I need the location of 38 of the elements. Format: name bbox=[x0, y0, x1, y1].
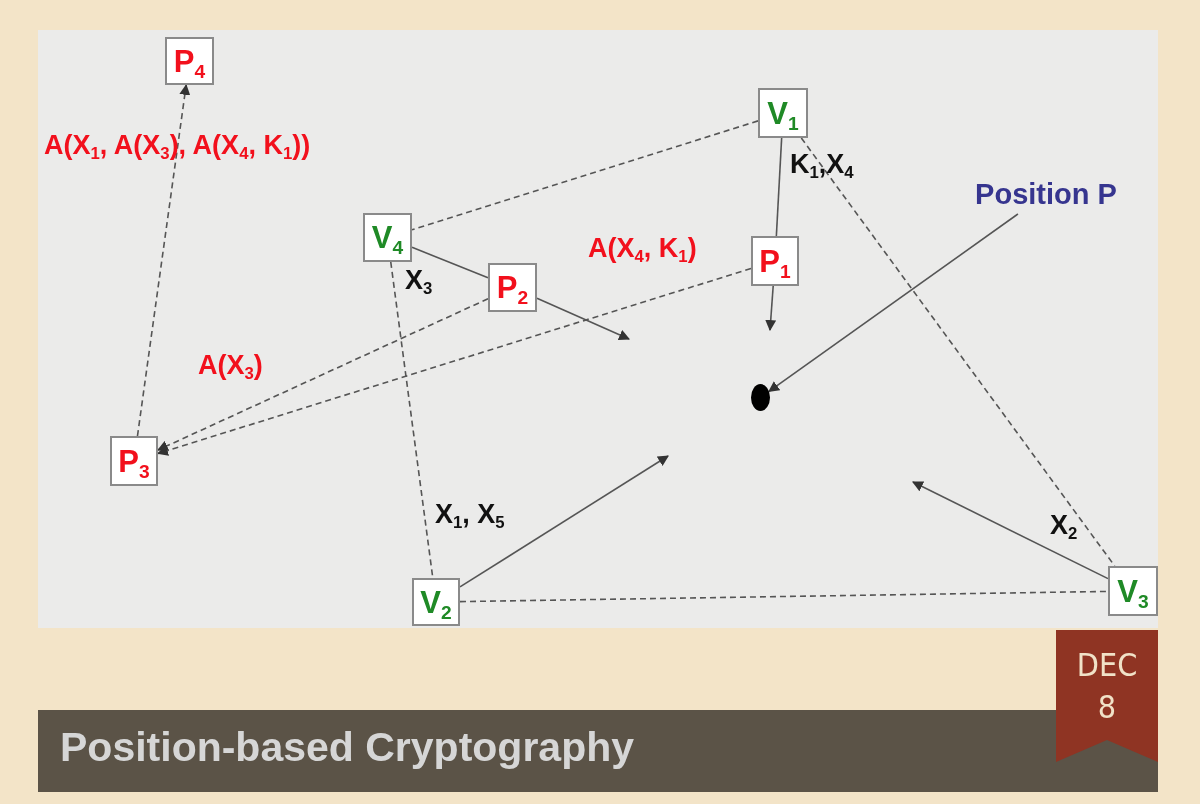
node-label: P$_{1}$ bbox=[759, 245, 791, 277]
node-box bbox=[412, 578, 460, 626]
arrow bbox=[157, 297, 489, 451]
node-label: P$_{2}$ bbox=[496, 272, 529, 303]
title: Position-based Cryptography bbox=[60, 724, 635, 771]
arrow bbox=[136, 83, 191, 437]
key-label: X$_{3}$ bbox=[405, 266, 433, 296]
node-box bbox=[751, 236, 799, 286]
position-label: Position P bbox=[952, 174, 1140, 214]
key-label: X$_{1}$, X$_{5}$ bbox=[435, 500, 505, 530]
connector-line bbox=[459, 590, 1109, 603]
key-label: X$_{2}$ bbox=[1050, 511, 1078, 541]
date-day: 8 bbox=[1056, 688, 1158, 726]
node-label: P$_{4}$ bbox=[173, 45, 206, 77]
formula-label: A(X$_{4}$, K$_{1}$) bbox=[588, 234, 697, 264]
node-box bbox=[363, 213, 412, 262]
node-box bbox=[488, 263, 537, 312]
node-box bbox=[110, 436, 158, 486]
formula-label: A(X$_{3}$) bbox=[198, 351, 263, 381]
connector-line bbox=[411, 246, 489, 279]
formula-label: A(X$_{1}$, A(X$_{3}$), A(X$_{4}$, K$_{1}$)) bbox=[44, 131, 311, 161]
arrow bbox=[765, 285, 777, 332]
date-month: DEC bbox=[1075, 646, 1139, 684]
node-label: V$_{2}$ bbox=[420, 586, 452, 618]
node-label: V$_{4}$ bbox=[371, 222, 404, 253]
node-label: P$_{3}$ bbox=[118, 445, 150, 477]
arrow bbox=[536, 297, 630, 341]
arrow bbox=[768, 213, 1019, 393]
node-box bbox=[758, 88, 808, 138]
node-box bbox=[165, 37, 214, 85]
arrow bbox=[459, 455, 669, 588]
connector-line bbox=[775, 137, 783, 237]
node-label: V$_{3}$ bbox=[1117, 575, 1149, 607]
key-label: K$_{1}$,X$_{4}$ bbox=[790, 150, 854, 180]
node-label: V$_{1}$ bbox=[767, 97, 799, 129]
arrow bbox=[912, 481, 1109, 580]
node-box bbox=[1108, 566, 1158, 616]
connector-line bbox=[411, 120, 759, 231]
